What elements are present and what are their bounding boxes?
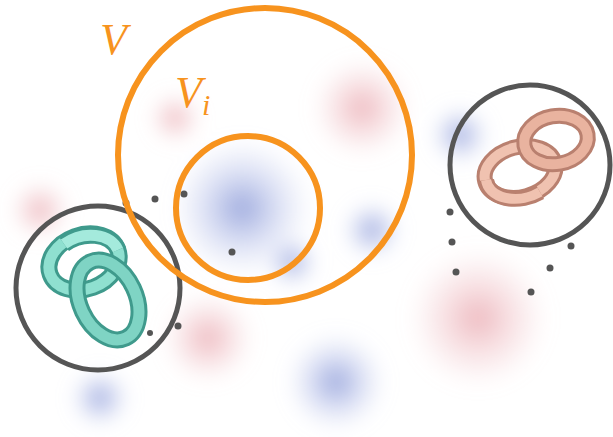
region-label: Vi xyxy=(175,71,210,120)
circle-outline xyxy=(173,133,323,283)
volume-circle: VVi xyxy=(115,5,415,305)
boundary-circles xyxy=(16,85,610,370)
region-label: V xyxy=(100,18,127,62)
circle-stroke xyxy=(118,8,412,302)
subvolume-circle: Vi xyxy=(173,133,323,283)
linked-tori-peach xyxy=(479,111,592,206)
circle-stroke xyxy=(176,136,320,280)
point-dots xyxy=(123,191,575,337)
circle-outline xyxy=(115,5,415,305)
linked-tori-teal xyxy=(41,224,151,350)
